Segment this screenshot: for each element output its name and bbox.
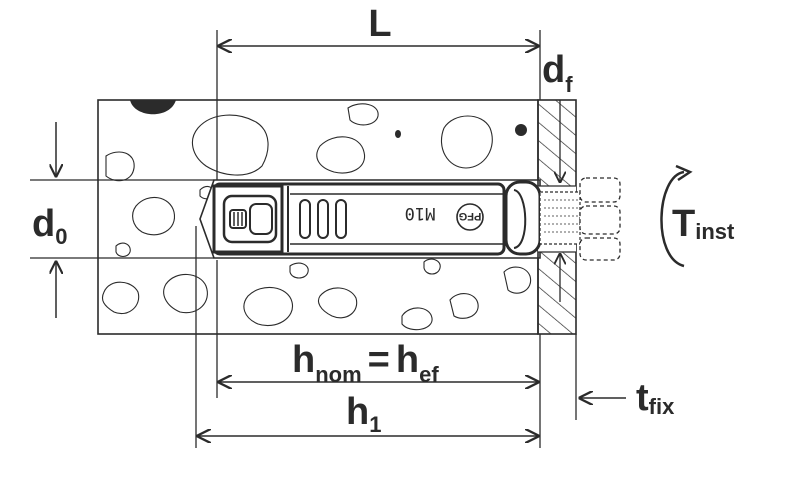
dimension-t-fix — [575, 334, 626, 420]
anchor-sleeve — [212, 182, 506, 256]
label-h-1: h1 — [346, 391, 381, 437]
label-T-inst: Tinst — [672, 203, 735, 245]
bolt-head — [504, 180, 542, 256]
label-L: L — [368, 3, 391, 45]
dimension-d-0 — [30, 122, 214, 318]
concrete-voids — [130, 100, 527, 138]
dimension-L — [216, 30, 541, 180]
svg-text:PFG: PFG — [459, 210, 482, 222]
dimension-h-1 — [195, 226, 538, 448]
manufacturer-logo: PFG — [456, 203, 484, 231]
label-d-f: df — [542, 49, 573, 97]
bolt-thread — [539, 191, 581, 245]
aggregate-stones — [101, 103, 532, 331]
nut-outline — [579, 177, 621, 261]
label-t-fix: tfix — [636, 377, 675, 419]
dimension-h-nom — [216, 260, 541, 448]
label-h-nom-h-ef: hnom=hef — [292, 339, 439, 387]
label-d-0: d0 — [32, 203, 67, 249]
anchor-size-marking: M10 — [405, 203, 436, 223]
torque-arrow-icon — [660, 164, 693, 268]
